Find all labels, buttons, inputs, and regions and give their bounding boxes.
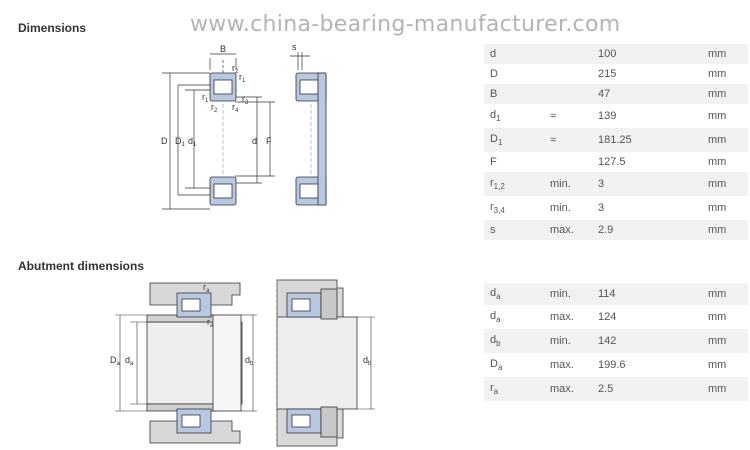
table-row: Da max. 199.6 mm	[484, 353, 748, 377]
param-unit: mm	[702, 329, 748, 353]
param-symbol: d1	[490, 108, 501, 124]
label-r3: r3	[242, 94, 249, 106]
param-unit: mm	[708, 311, 727, 323]
param-unit: mm	[702, 220, 748, 240]
param-qualifier: max.	[544, 377, 592, 401]
param-symbol: da	[484, 283, 544, 305]
param-qualifier: max.	[550, 359, 574, 371]
label-B: B	[220, 44, 226, 54]
param-unit: mm	[702, 44, 748, 64]
label-Da: Da	[110, 355, 121, 367]
param-symbol: Da	[490, 357, 503, 373]
dimensions-title: Dimensions	[18, 21, 87, 35]
label-D: D	[161, 136, 168, 146]
label-F: F	[266, 136, 272, 146]
label-r1-top: r1	[239, 72, 246, 84]
param-qualifier: min.	[544, 329, 592, 353]
param-value: 199.6	[598, 359, 626, 371]
param-symbol: D1	[484, 128, 544, 152]
table-row: D 215 mm	[484, 64, 748, 84]
param-value: 215	[598, 68, 617, 80]
param-qualifier: ≈	[550, 110, 557, 122]
param-qualifier	[544, 64, 592, 84]
label-D1: D1	[175, 136, 186, 148]
param-qualifier: max.	[550, 311, 574, 323]
label-r1: r1	[202, 92, 209, 104]
param-value: 47	[592, 84, 702, 104]
param-unit: mm	[702, 377, 748, 401]
param-value: 2.9	[592, 220, 702, 240]
param-qualifier	[544, 44, 592, 64]
param-symbol: r1,2	[484, 172, 544, 196]
param-symbol: r3,4	[490, 200, 505, 216]
param-unit: mm	[708, 359, 727, 371]
param-value: 2.5	[592, 377, 702, 401]
param-qualifier: ≈	[544, 128, 592, 152]
param-symbol: d	[484, 44, 544, 64]
param-unit: mm	[708, 110, 727, 122]
param-unit: mm	[702, 172, 748, 196]
param-value: 181.25	[592, 128, 702, 152]
label-s: s	[292, 42, 297, 52]
label-da: da	[125, 355, 134, 367]
param-value: 3	[592, 172, 702, 196]
label-r2: r2	[232, 63, 239, 75]
param-qualifier: max.	[544, 220, 592, 240]
param-value: 127.5	[598, 156, 626, 168]
bearing-dimensions-diagram: B s r2 r1 r1 r3 r2 r4 D D1 d1 d F	[161, 42, 327, 210]
label-d1: d1	[188, 136, 197, 148]
param-symbol: F	[490, 156, 497, 168]
param-symbol: da	[490, 309, 501, 325]
param-qualifier: min.	[544, 172, 592, 196]
param-unit: mm	[708, 156, 727, 168]
param-unit: mm	[708, 68, 727, 80]
param-symbol: db	[484, 329, 544, 353]
param-symbol: D	[490, 68, 498, 80]
label-db-right: db	[363, 355, 372, 367]
param-symbol: s	[484, 220, 544, 240]
param-value: 100	[592, 44, 702, 64]
label-d: d	[252, 136, 257, 146]
param-value: 3	[598, 202, 605, 214]
abutment-diagram: Da da db ra ra db	[110, 279, 375, 447]
param-symbol: ra	[484, 377, 544, 401]
param-symbol: B	[484, 84, 544, 104]
param-qualifier	[544, 152, 592, 172]
table-row: da max. 124 mm	[484, 305, 748, 329]
label-db-left: db	[245, 355, 254, 367]
label-ra-top: ra	[203, 282, 210, 294]
label-r2-lower: r2	[211, 102, 218, 114]
param-unit: mm	[702, 128, 748, 152]
table-row: F 127.5 mm	[484, 152, 748, 172]
param-value: 142	[592, 329, 702, 353]
label-ra-inner: ra	[207, 317, 214, 329]
param-qualifier: min.	[544, 283, 592, 305]
table-row: r3,4 min. 3 mm	[484, 196, 748, 220]
label-r4: r4	[232, 102, 239, 114]
param-value: 124	[598, 311, 617, 323]
param-qualifier	[544, 84, 592, 104]
param-value: 114	[592, 283, 702, 305]
table-row: d1 ≈139 mm	[484, 104, 748, 128]
param-qualifier: min.	[550, 202, 571, 214]
param-unit: mm	[702, 283, 748, 305]
param-unit: mm	[702, 84, 748, 104]
watermark: www.china-bearing-manufacturer.com	[190, 12, 621, 37]
abutment-title: Abutment dimensions	[18, 259, 145, 273]
param-unit: mm	[708, 202, 727, 214]
param-value: 139	[598, 110, 617, 122]
